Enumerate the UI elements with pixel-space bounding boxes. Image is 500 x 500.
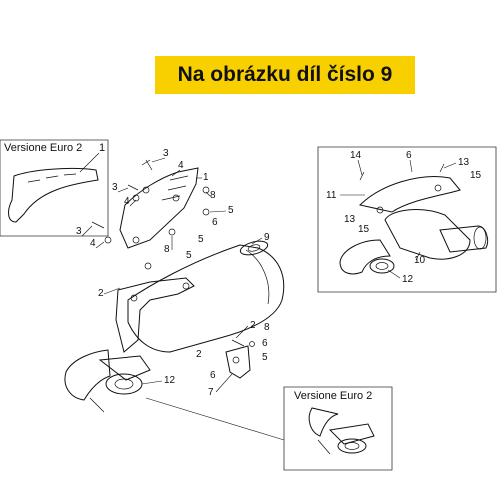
callout-7: 7 <box>208 387 214 398</box>
callout-2c: 2 <box>196 349 202 360</box>
detail-callout-11: 11 <box>326 190 337 201</box>
muffler-part-9 <box>127 240 285 353</box>
detail-callout-15a: 15 <box>470 170 482 181</box>
callout-12: 12 <box>164 375 176 386</box>
callout-2b: 2 <box>250 320 256 331</box>
callout-6b: 6 <box>262 338 268 349</box>
detail-callout-6: 6 <box>406 150 412 161</box>
callout-6a: 6 <box>212 217 218 228</box>
callout-8b: 8 <box>164 244 170 255</box>
callout-5d: 5 <box>262 352 268 363</box>
heat-shield-part <box>119 167 199 249</box>
title-banner: Na obrázku díl číslo 9 <box>155 56 415 94</box>
callout-3b: 3 <box>112 182 118 193</box>
main-callouts: 3 4 3 4 3 4 1 8 5 6 5 8 5 9 2 2 8 6 2 6 … <box>76 148 270 398</box>
fastener-set <box>91 159 210 270</box>
inset-euro2-heatshield: Versione Euro 2 1 <box>0 139 109 237</box>
callout-8a: 8 <box>210 190 216 201</box>
callout-9: 9 <box>264 232 270 243</box>
callout-2a: 2 <box>98 288 104 299</box>
callout-3c: 3 <box>76 226 82 237</box>
detail-callout-13b: 13 <box>344 214 356 225</box>
callout-5c: 5 <box>186 250 192 261</box>
mount-bracket-part-7 <box>225 339 255 379</box>
banner-title: Na obrázku díl číslo 9 <box>177 63 393 86</box>
detail-callout-14: 14 <box>350 150 362 161</box>
callout-8c: 8 <box>264 322 270 333</box>
callout-5a: 5 <box>228 205 234 216</box>
callout-4c: 4 <box>90 238 96 249</box>
inset-top-label: Versione Euro 2 <box>4 142 82 154</box>
inset-top-callout: 1 <box>99 142 105 154</box>
callout-4a: 4 <box>178 160 184 171</box>
callout-3a: 3 <box>163 148 169 159</box>
callout-6c: 6 <box>210 370 216 381</box>
bracket-and-pipe <box>64 277 195 413</box>
callout-5b: 5 <box>198 234 204 245</box>
callout-4b: 4 <box>124 196 130 207</box>
detail-callout-12: 12 <box>402 274 414 285</box>
inset-euro2-pipe: Versione Euro 2 <box>145 386 393 471</box>
inset-alternative-exhaust: 14 6 13 15 11 13 15 10 12 <box>317 146 497 293</box>
callout-1: 1 <box>203 172 209 183</box>
detail-callout-15b: 15 <box>358 224 370 235</box>
inset-bottom-label: Versione Euro 2 <box>294 390 372 402</box>
detail-callout-13a: 13 <box>458 157 470 168</box>
detail-callout-10: 10 <box>414 255 426 266</box>
